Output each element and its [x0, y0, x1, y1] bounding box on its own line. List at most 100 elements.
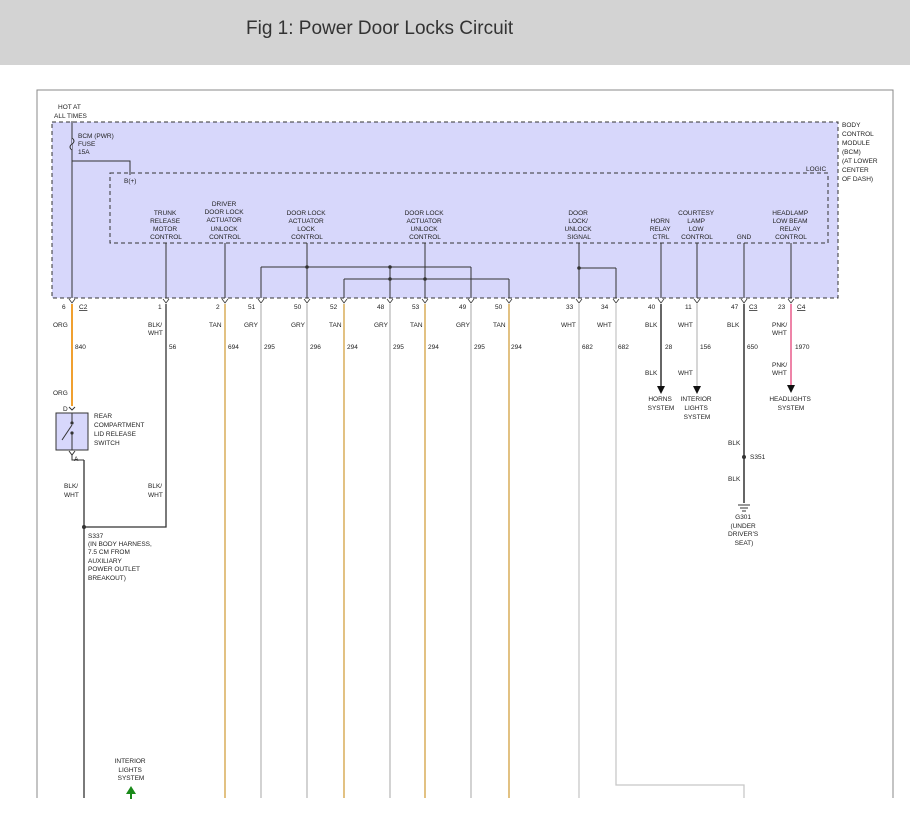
wire-color-labels: ORG BLK/ WHT TAN GRY GRY TAN GRY TAN GRY…	[53, 322, 787, 337]
headlights-wire-color: PNK/ WHT	[772, 362, 789, 377]
bplus-label: B(+)	[124, 178, 136, 185]
pin-label: 52	[330, 304, 338, 311]
bcm-box	[51, 121, 839, 299]
wire-color-label: GRY	[291, 322, 306, 329]
horns-arrow-icon	[657, 386, 665, 394]
connector-chevrons	[68, 298, 795, 304]
pin-label: 11	[685, 304, 692, 311]
function-headlamp-relay: HEADLAMP LOW BEAM RELAY CONTROL	[772, 210, 809, 241]
pin-label: 48	[377, 304, 385, 311]
ground-icon	[738, 504, 750, 512]
pin-label: 49	[459, 304, 467, 311]
ground-wire-color-lower: BLK	[728, 476, 741, 483]
connector-c3: C3	[749, 304, 758, 311]
splice-s351-dot	[742, 455, 746, 459]
circuit-number: 650	[747, 344, 758, 351]
circuit-number: 682	[618, 344, 629, 351]
switch-contacts	[61, 406, 84, 461]
wire-color-label: TAN	[329, 322, 342, 329]
headlights-arrow-icon	[787, 385, 795, 393]
function-lock-control: DOOR LOCK ACTUATOR LOCK CONTROL	[287, 210, 328, 241]
pin-label: 23	[778, 304, 786, 311]
pin-label: 34	[601, 304, 609, 311]
switch-label: REAR COMPARTMENT LID RELEASE SWITCH	[94, 413, 146, 447]
pin-label: 2	[216, 304, 220, 311]
circuit-number: 28	[665, 344, 673, 351]
function-horn-relay: HORN RELAY CTRL	[650, 218, 673, 241]
circuit-number: 156	[700, 344, 711, 351]
function-lock-unlock-signal: DOOR LOCK/ UNLOCK SIGNAL	[565, 210, 594, 241]
wire-color-label: TAN	[209, 322, 222, 329]
pin-label: 40	[648, 304, 656, 311]
wire-color-label: WHT	[678, 322, 693, 329]
pin-label: 1	[158, 304, 162, 311]
interior-upper-arrow-icon	[693, 386, 701, 394]
horns-wire-color: BLK	[645, 370, 658, 377]
switch-contact-dot	[70, 431, 74, 435]
pin-label: 51	[248, 304, 256, 311]
splice-s337-label: S337 (IN BODY HARNESS, 7.5 CM FROM AUXIL…	[88, 533, 154, 582]
wire-color-label: TAN	[493, 322, 506, 329]
circuit-number: 840	[75, 344, 86, 351]
below-switch-color-right: BLK/ WHT	[148, 483, 164, 499]
circuit-number: 694	[228, 344, 239, 351]
circuit-number: 294	[347, 344, 358, 351]
switch-pin-a: A	[74, 456, 79, 463]
pin-label: 47	[731, 304, 739, 311]
wire-color-label: PNK/	[772, 322, 787, 329]
wire-wht-682	[615, 304, 745, 798]
logic-label: LOGIC	[806, 166, 827, 173]
fuse-symbol	[69, 137, 75, 151]
logic-box	[109, 172, 829, 244]
interior-upper-system-label: INTERIOR LIGHTS SYSTEM	[681, 396, 714, 421]
wire-blkwht-56	[84, 304, 167, 528]
wire-color-label: BLK/	[148, 322, 162, 329]
pin-label: 33	[566, 304, 574, 311]
circuit-number: 295	[264, 344, 275, 351]
function-courtesy-lamp: COURTESY LAMP LOW CONTROL	[678, 210, 716, 241]
wire-color-label: BLK	[727, 322, 740, 329]
wire-color-label: GRY	[456, 322, 471, 329]
wire-color-label: GRY	[374, 322, 389, 329]
circuit-number: 294	[428, 344, 439, 351]
circuit-number: 295	[474, 344, 485, 351]
wire-color-label: WHT	[148, 330, 163, 337]
below-switch-color-left: BLK/ WHT	[64, 483, 80, 499]
splice-s351-label: S351	[750, 454, 766, 461]
bplus-feed-wire	[72, 160, 131, 175]
wire-color-label: WHT	[597, 322, 612, 329]
circuit-number: 295	[393, 344, 404, 351]
pin-label: 6	[62, 304, 66, 311]
switch-contact-dot	[70, 421, 74, 425]
function-unlock-control: DOOR LOCK ACTUATOR UNLOCK CONTROL	[405, 210, 446, 241]
circuit-number: 56	[169, 344, 177, 351]
function-labels: TRUNK RELEASE MOTOR CONTROL DRIVER DOOR …	[150, 201, 809, 241]
function-driver-unlock: DRIVER DOOR LOCK ACTUATOR UNLOCK CONTROL	[205, 201, 246, 241]
ground-wire-color-upper: BLK	[728, 440, 741, 447]
headlights-system-label: HEADLIGHTS SYSTEM	[769, 396, 812, 412]
interior-lower-arrow-icon	[126, 786, 136, 799]
switch-pin-d: D	[63, 406, 68, 413]
function-trunk-release: TRUNK RELEASE MOTOR CONTROL	[150, 210, 182, 241]
wire-color-label: WHT	[561, 322, 576, 329]
circuit-number: 1970	[795, 344, 810, 351]
pin-label: 50	[495, 304, 503, 311]
wire-color-label: BLK	[645, 322, 658, 329]
wire-color-label: ORG	[53, 322, 68, 329]
interior-upper-wire-color: WHT	[678, 370, 693, 377]
diagram-frame	[36, 89, 894, 798]
circuit-numbers: 840 56 694 295 296 294 295 294 295 294 6…	[75, 344, 810, 351]
pin-numbers: 6 1 2 51 50 52 48 53 49 50 33 34 40 11 4…	[62, 304, 786, 311]
bcm-label: BODY CONTROL MODULE (BCM) (AT LOWER CENT…	[842, 122, 879, 183]
ground-g301-label: G301 (UNDER DRIVER'S SEAT)	[728, 514, 760, 547]
wire-color-label: TAN	[410, 322, 423, 329]
function-gnd: GND	[737, 234, 752, 241]
interior-lower-system-label: INTERIOR LIGHTS SYSTEM	[115, 758, 148, 782]
connector-c4: C4	[797, 304, 806, 311]
circuit-number: 682	[582, 344, 593, 351]
wire-color-label: WHT	[772, 330, 787, 337]
circuit-number: 294	[511, 344, 522, 351]
